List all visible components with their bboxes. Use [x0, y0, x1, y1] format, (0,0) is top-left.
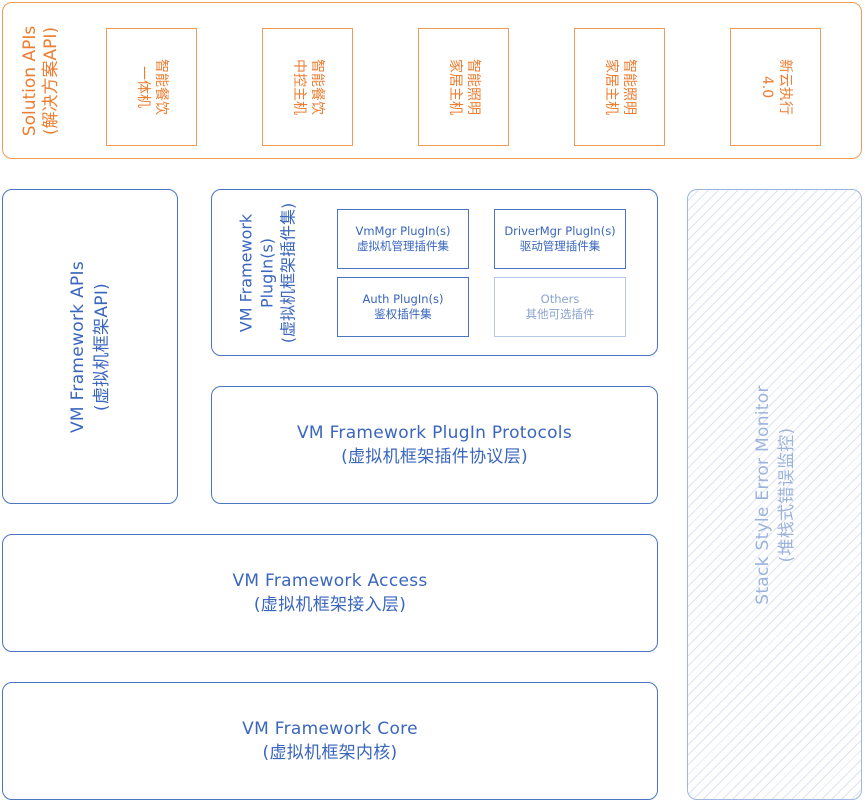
vm-framework-apis-title: VM Framework APIs — [68, 260, 88, 433]
vm-framework-plugins-subtitle: (虚拟机框架插件集) — [278, 202, 298, 343]
solution-item-line1: 智能照明 — [464, 59, 481, 115]
vm-framework-apis-layer: VM Framework APIs (虚拟机框架API) — [2, 189, 178, 504]
vm-framework-plugins-title1: VM Framework — [236, 213, 256, 332]
solution-item-xinyun-exec: 新云执行 4.0 — [730, 28, 821, 146]
solution-apis-layer: Solution APIs (解决方案API) 智能餐饮 一体机 智能餐饮 中控… — [2, 2, 862, 159]
solution-item-line1: 智能照明 — [620, 59, 637, 115]
solution-item-catering-all-in-one: 智能餐饮 一体机 — [106, 28, 197, 146]
vm-framework-access-layer: VM Framework Access (虚拟机框架接入层) — [2, 534, 658, 652]
plugin-drivermgr: DriverMgr PlugIn(s) 驱动管理插件集 — [494, 209, 626, 269]
access-title: VM Framework Access — [232, 571, 428, 591]
plugin-desc: 虚拟机管理插件集 — [357, 239, 449, 253]
solution-item-line2: 家居主机 — [446, 59, 463, 115]
vm-framework-core-layer: VM Framework Core (虚拟机框架内核) — [2, 682, 658, 800]
solution-apis-subtitle: (解决方案API) — [41, 26, 61, 135]
solution-item-lighting-host-1: 智能照明 家居主机 — [418, 28, 509, 146]
plugin-desc: 鉴权插件集 — [374, 307, 432, 321]
plugin-name: Auth PlugIn(s) — [362, 292, 444, 306]
plugin-auth: Auth PlugIn(s) 鉴权插件集 — [337, 277, 469, 337]
solution-item-line2: 中控主机 — [290, 59, 307, 115]
solution-item-line2: 4.0 — [758, 75, 775, 99]
core-title: VM Framework Core — [242, 719, 418, 739]
monitor-title: Stack Style Error Monitor — [752, 384, 773, 605]
vm-framework-plugins-title2: PlugIn(s) — [257, 237, 277, 308]
vm-framework-apis-subtitle: (虚拟机框架API) — [92, 282, 112, 411]
solution-apis-title: Solution APIs — [20, 25, 40, 136]
plugin-desc: 其他可选插件 — [525, 307, 595, 321]
vm-framework-plugins-label: VM Framework PlugIn(s) (虚拟机框架插件集) — [212, 190, 322, 355]
plugin-others: Others 其他可选插件 — [494, 277, 626, 337]
solution-item-line2: 家居主机 — [602, 59, 619, 115]
stack-error-monitor-layer: Stack Style Error Monitor (堆栈式错误监控) — [687, 189, 862, 800]
monitor-subtitle: (堆栈式错误监控) — [776, 427, 797, 562]
solution-item-line2: 一体机 — [134, 66, 151, 108]
protocols-title: VM Framework PlugIn Protocols — [296, 423, 572, 443]
plugin-desc: 驱动管理插件集 — [519, 239, 601, 253]
solution-item-lighting-host-2: 智能照明 家居主机 — [574, 28, 665, 146]
access-subtitle: (虚拟机框架接入层) — [253, 595, 407, 615]
plugin-name: Others — [540, 292, 580, 306]
vm-framework-plugins-layer: VM Framework PlugIn(s) (虚拟机框架插件集) VmMgr … — [211, 189, 658, 356]
solution-item-line1: 智能餐饮 — [308, 59, 325, 115]
plugin-name: VmMgr PlugIn(s) — [355, 224, 451, 238]
plugin-vmmgr: VmMgr PlugIn(s) 虚拟机管理插件集 — [337, 209, 469, 269]
solution-item-line1: 智能餐饮 — [152, 59, 169, 115]
solution-item-catering-controller: 智能餐饮 中控主机 — [262, 28, 353, 146]
vm-framework-plugin-protocols-layer: VM Framework PlugIn Protocols (虚拟机框架插件协议… — [211, 386, 658, 504]
protocols-subtitle: (虚拟机框架插件协议层) — [341, 447, 528, 467]
core-subtitle: (虚拟机框架内核) — [262, 743, 398, 763]
plugin-name: DriverMgr PlugIn(s) — [504, 224, 616, 238]
solution-apis-label: Solution APIs (解决方案API) — [3, 3, 79, 158]
solution-item-line1: 新云执行 — [776, 59, 793, 115]
